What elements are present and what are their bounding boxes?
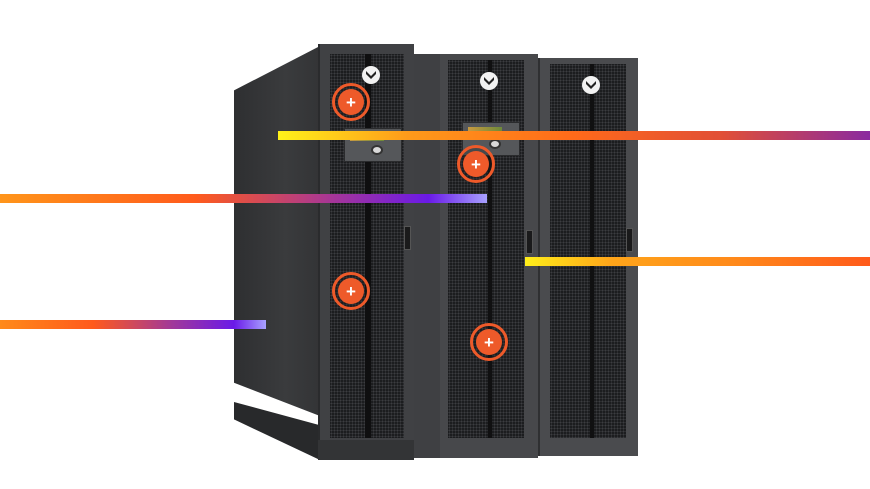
brand-logo-icon bbox=[362, 66, 380, 84]
plus-icon: + bbox=[346, 281, 356, 301]
cabinet-b-mesh-door bbox=[448, 60, 524, 438]
hotspot-inner: + bbox=[338, 278, 364, 304]
cabinet-a-side-panel bbox=[234, 46, 320, 416]
cabinet-a-door-seam bbox=[365, 54, 371, 438]
gradient-line-middle-right bbox=[525, 257, 870, 266]
hotspot-inner: + bbox=[463, 151, 489, 177]
plus-icon: + bbox=[471, 154, 481, 174]
cabinet-a-door-handle bbox=[404, 226, 411, 250]
brand-logo-icon bbox=[480, 72, 498, 90]
gradient-line-bottom-left bbox=[0, 320, 266, 329]
cabinet-a-plinth bbox=[318, 440, 414, 460]
hotspot-inner: + bbox=[476, 329, 502, 355]
plus-icon: + bbox=[346, 92, 356, 112]
cabinet-b-door-seam bbox=[488, 60, 492, 438]
hotspot-inner: + bbox=[338, 89, 364, 115]
cabinet-c-mesh-door bbox=[550, 64, 626, 438]
hotspot-button[interactable]: + bbox=[457, 145, 495, 183]
cabinet-c-door-seam bbox=[590, 64, 594, 438]
hotspot-button[interactable]: + bbox=[332, 272, 370, 310]
gradient-line-top bbox=[278, 131, 870, 140]
hotspot-button[interactable]: + bbox=[470, 323, 508, 361]
cabinet-c-door-handle bbox=[626, 228, 633, 252]
cabinet-b-door-handle bbox=[526, 230, 533, 254]
control-knob-icon bbox=[489, 139, 501, 149]
gradient-line-middle-left bbox=[0, 194, 487, 203]
hotspot-button[interactable]: + bbox=[332, 83, 370, 121]
plus-icon: + bbox=[484, 332, 494, 352]
cabinet-b-side bbox=[414, 54, 440, 458]
control-knob-icon bbox=[371, 145, 383, 155]
brand-logo-icon bbox=[582, 76, 600, 94]
